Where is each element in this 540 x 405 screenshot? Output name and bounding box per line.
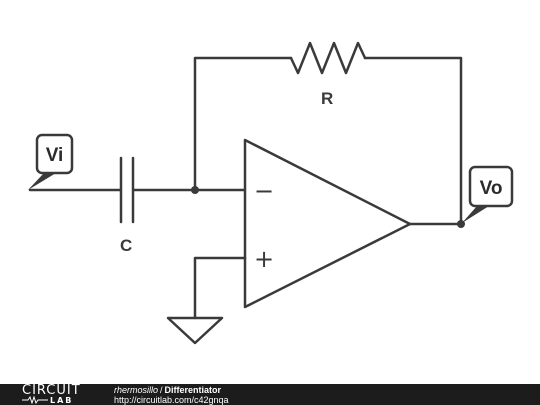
circuit-diagram: − + R C Vi Vo — [28, 41, 514, 345]
ground-wire — [193, 256, 247, 320]
resistor-label: R — [321, 89, 333, 108]
feedback-wire-right — [363, 56, 463, 226]
vo-node-callout: Vo — [462, 165, 514, 223]
title-separator: / — [160, 385, 163, 395]
capacitor-label: C — [120, 236, 132, 255]
circuitlab-logo-text: CIRCUIT — [22, 383, 81, 398]
noninverting-input-sign: + — [254, 245, 274, 273]
circuitlab-logo-icon — [22, 395, 48, 404]
junction-node-inverting — [191, 186, 199, 194]
vo-label: Vo — [480, 178, 503, 199]
circuit-url[interactable]: http://circuitlab.com/c42gnqa — [114, 395, 229, 405]
author-name: rhermosillo — [114, 385, 159, 395]
capacitor — [119, 156, 135, 224]
circuit-title: Differentiator — [164, 385, 222, 395]
op-amp — [243, 138, 412, 309]
inverting-input-sign: − — [254, 177, 274, 205]
footer-caption: rhermosillo/Differentiator http://circui… — [114, 385, 229, 405]
feedback-wire-left — [193, 56, 293, 192]
vi-node-callout: Vi — [28, 133, 74, 190]
resistor — [289, 41, 367, 75]
footer-bar: CIRCUIT LAB rhermosillo/Differentiator h… — [0, 384, 540, 405]
circuitlab-logo-subtext: LAB — [50, 396, 74, 405]
ground-symbol — [166, 316, 224, 345]
vi-label: Vi — [46, 145, 64, 166]
